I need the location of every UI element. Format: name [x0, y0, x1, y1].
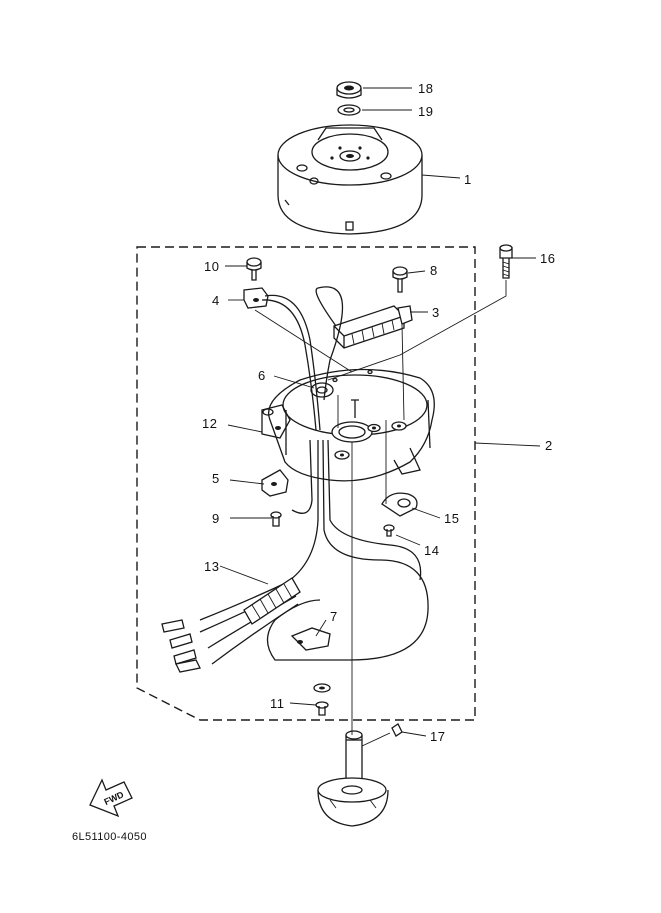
label-14: 14 — [424, 543, 439, 558]
part-11-screw — [313, 683, 331, 716]
label-13: 13 — [204, 559, 219, 574]
part-9-screw — [270, 511, 282, 527]
part-3-coil — [333, 305, 413, 349]
label-7: 7 — [330, 609, 338, 624]
label-12: 12 — [202, 416, 217, 431]
assembly-boundary — [136, 246, 476, 721]
wire-harness — [199, 286, 429, 665]
crankshaft — [317, 730, 389, 827]
part-1-flywheel — [277, 124, 423, 235]
leader-lines — [219, 87, 541, 747]
part-8-screw — [392, 266, 408, 293]
part-2-stator-base — [261, 368, 435, 482]
label-5: 5 — [212, 471, 220, 486]
part-labels: 18 19 1 16 10 8 4 3 6 12 2 5 9 15 14 13 … — [202, 81, 555, 744]
part-16-bolt — [499, 244, 513, 279]
part-15-clamp — [381, 492, 418, 517]
label-9: 9 — [212, 511, 220, 526]
part-5-clip — [261, 469, 289, 497]
part-13-harness-wrap — [243, 577, 301, 625]
part-17-key — [391, 723, 403, 737]
label-2: 2 — [545, 438, 553, 453]
diagram-code: 6L51100-4050 — [72, 831, 147, 843]
label-15: 15 — [444, 511, 459, 526]
part-19-washer — [337, 104, 361, 116]
label-16: 16 — [540, 251, 555, 266]
label-4: 4 — [212, 293, 220, 308]
label-8: 8 — [430, 263, 438, 278]
label-19: 19 — [418, 104, 433, 119]
label-1: 1 — [464, 172, 472, 187]
label-11: 11 — [270, 696, 285, 711]
part-6-grommet — [310, 382, 334, 398]
label-6: 6 — [258, 368, 266, 383]
fwd-arrow-icon: FWD — [89, 778, 133, 818]
label-3: 3 — [432, 305, 440, 320]
part-7-clip — [290, 627, 331, 651]
wire-terminals — [161, 619, 201, 673]
label-10: 10 — [204, 259, 219, 274]
part-10-screw — [246, 257, 262, 281]
label-17: 17 — [430, 729, 445, 744]
part-18-nut — [336, 81, 362, 99]
label-18: 18 — [418, 81, 433, 96]
part-14-screw — [383, 524, 395, 537]
part-4-bracket — [243, 287, 269, 309]
